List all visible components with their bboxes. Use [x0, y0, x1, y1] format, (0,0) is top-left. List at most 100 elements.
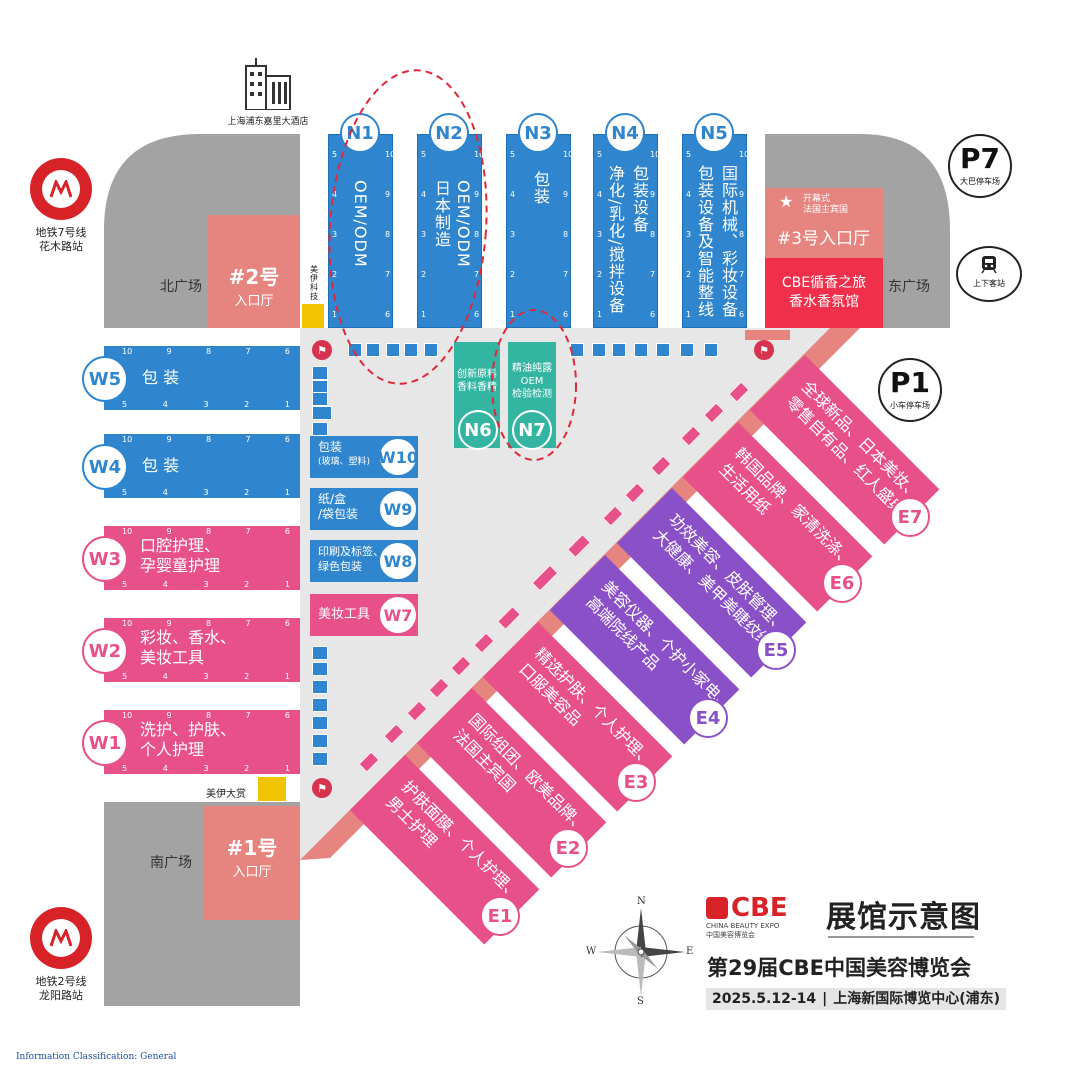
compass-rose-icon	[597, 908, 685, 996]
booth-number: 6	[739, 310, 745, 319]
booth-number: 6	[474, 310, 480, 319]
cbe-perfume-pavilion: CBE循香之旅香水香氛馆	[765, 258, 883, 328]
metro-line7-label: 地铁7号线花木路站	[35, 226, 87, 253]
booth-number: 5	[597, 150, 603, 159]
badge-n6: N6	[458, 410, 498, 450]
booth-number: 9	[739, 190, 745, 199]
star-icon: ★	[779, 192, 794, 211]
booth-number: 10	[739, 150, 750, 159]
entrance-3: ★ 开幕式法国主宾国 #3号入口厅	[765, 188, 883, 258]
booth-number: 2	[686, 270, 692, 279]
map-title: 展馆示意图	[826, 900, 981, 935]
booth-number: 3	[332, 230, 338, 239]
booth-number: 8	[739, 230, 745, 239]
badge-e6: E6	[822, 563, 862, 603]
east-plaza-label: 东广场	[888, 279, 930, 295]
cbe-logo-mark-icon	[706, 897, 728, 919]
booth-number: 1	[597, 310, 603, 319]
badge-w10: W10	[378, 437, 418, 477]
expo-date-venue: 2025.5.12-14|上海新国际博览中心(浦东)	[706, 988, 1007, 1010]
hotel-label: 上海浦东嘉里大酒店	[227, 117, 309, 127]
booth-number: 7	[474, 270, 480, 279]
shuttle-bus-icon-ne: ⚑	[754, 340, 774, 360]
booth-number: 8	[474, 230, 480, 239]
south-plaza-label: 南广场	[150, 855, 192, 871]
booth-number: 3	[421, 230, 427, 239]
booth-number: 2	[332, 270, 338, 279]
booth-number: 5	[686, 150, 692, 159]
north-plaza-label: 北广场	[160, 279, 202, 295]
badge-n4: N4	[605, 113, 645, 153]
booth-number: 2	[510, 270, 516, 279]
booth-number: 5	[421, 150, 427, 159]
booth-number: 2	[597, 270, 603, 279]
booth-number: 7	[650, 270, 656, 279]
booth-number: 10	[385, 150, 396, 159]
booth-number: 10	[563, 150, 574, 159]
metro-line2-icon	[30, 907, 92, 969]
metro-line2-label: 地铁2号线龙阳路站	[35, 975, 87, 1002]
booth-number: 1	[421, 310, 427, 319]
entrance-1: #1号入口厅	[204, 806, 300, 920]
badge-e5: E5	[756, 630, 796, 670]
booth-number: 1	[686, 310, 692, 319]
badge-w4: W4	[82, 444, 128, 490]
booth-number: 5	[510, 150, 516, 159]
booth-number: 9	[474, 190, 480, 199]
badge-e2: E2	[548, 828, 588, 868]
metro-line7-icon	[30, 158, 92, 220]
building-icon	[245, 58, 291, 111]
booth-number: 9	[563, 190, 569, 199]
badge-n1: N1	[340, 113, 380, 153]
booth-number: 9	[385, 190, 391, 199]
booth-number: 4	[332, 190, 338, 199]
shuttle-bus-icon-nw: ⚑	[312, 340, 332, 360]
booth-number: 7	[385, 270, 391, 279]
badge-w7: W7	[378, 595, 418, 635]
booth-number: 6	[563, 310, 569, 319]
booth-number: 3	[597, 230, 603, 239]
cbe-logo: CBE CHINA BEAUTY EXPO 中国美容博览会	[706, 893, 788, 939]
badge-w3: W3	[82, 536, 128, 582]
title-divider	[828, 936, 974, 938]
award-meiyi-prize-label: 美伊大赏	[206, 789, 246, 800]
booth-number: 2	[421, 270, 427, 279]
badge-w8: W8	[378, 541, 418, 581]
booth-number: 10	[474, 150, 485, 159]
badge-e1: E1	[480, 896, 520, 936]
badge-n7: N7	[512, 410, 552, 450]
award-meiyi-tech-icon	[302, 304, 324, 328]
shuttle-bus-icon-sw: ⚑	[312, 778, 332, 798]
compass-rose: N S W E	[586, 896, 696, 1008]
booth-number: 8	[385, 230, 391, 239]
badge-e3: E3	[616, 762, 656, 802]
booth-number: 8	[650, 230, 656, 239]
badge-n3: N3	[518, 113, 558, 153]
entrance-2: #2号入口厅	[208, 215, 300, 328]
subway-icon	[981, 256, 997, 274]
expo-title: 第29届CBE中国美容博览会	[707, 956, 971, 980]
